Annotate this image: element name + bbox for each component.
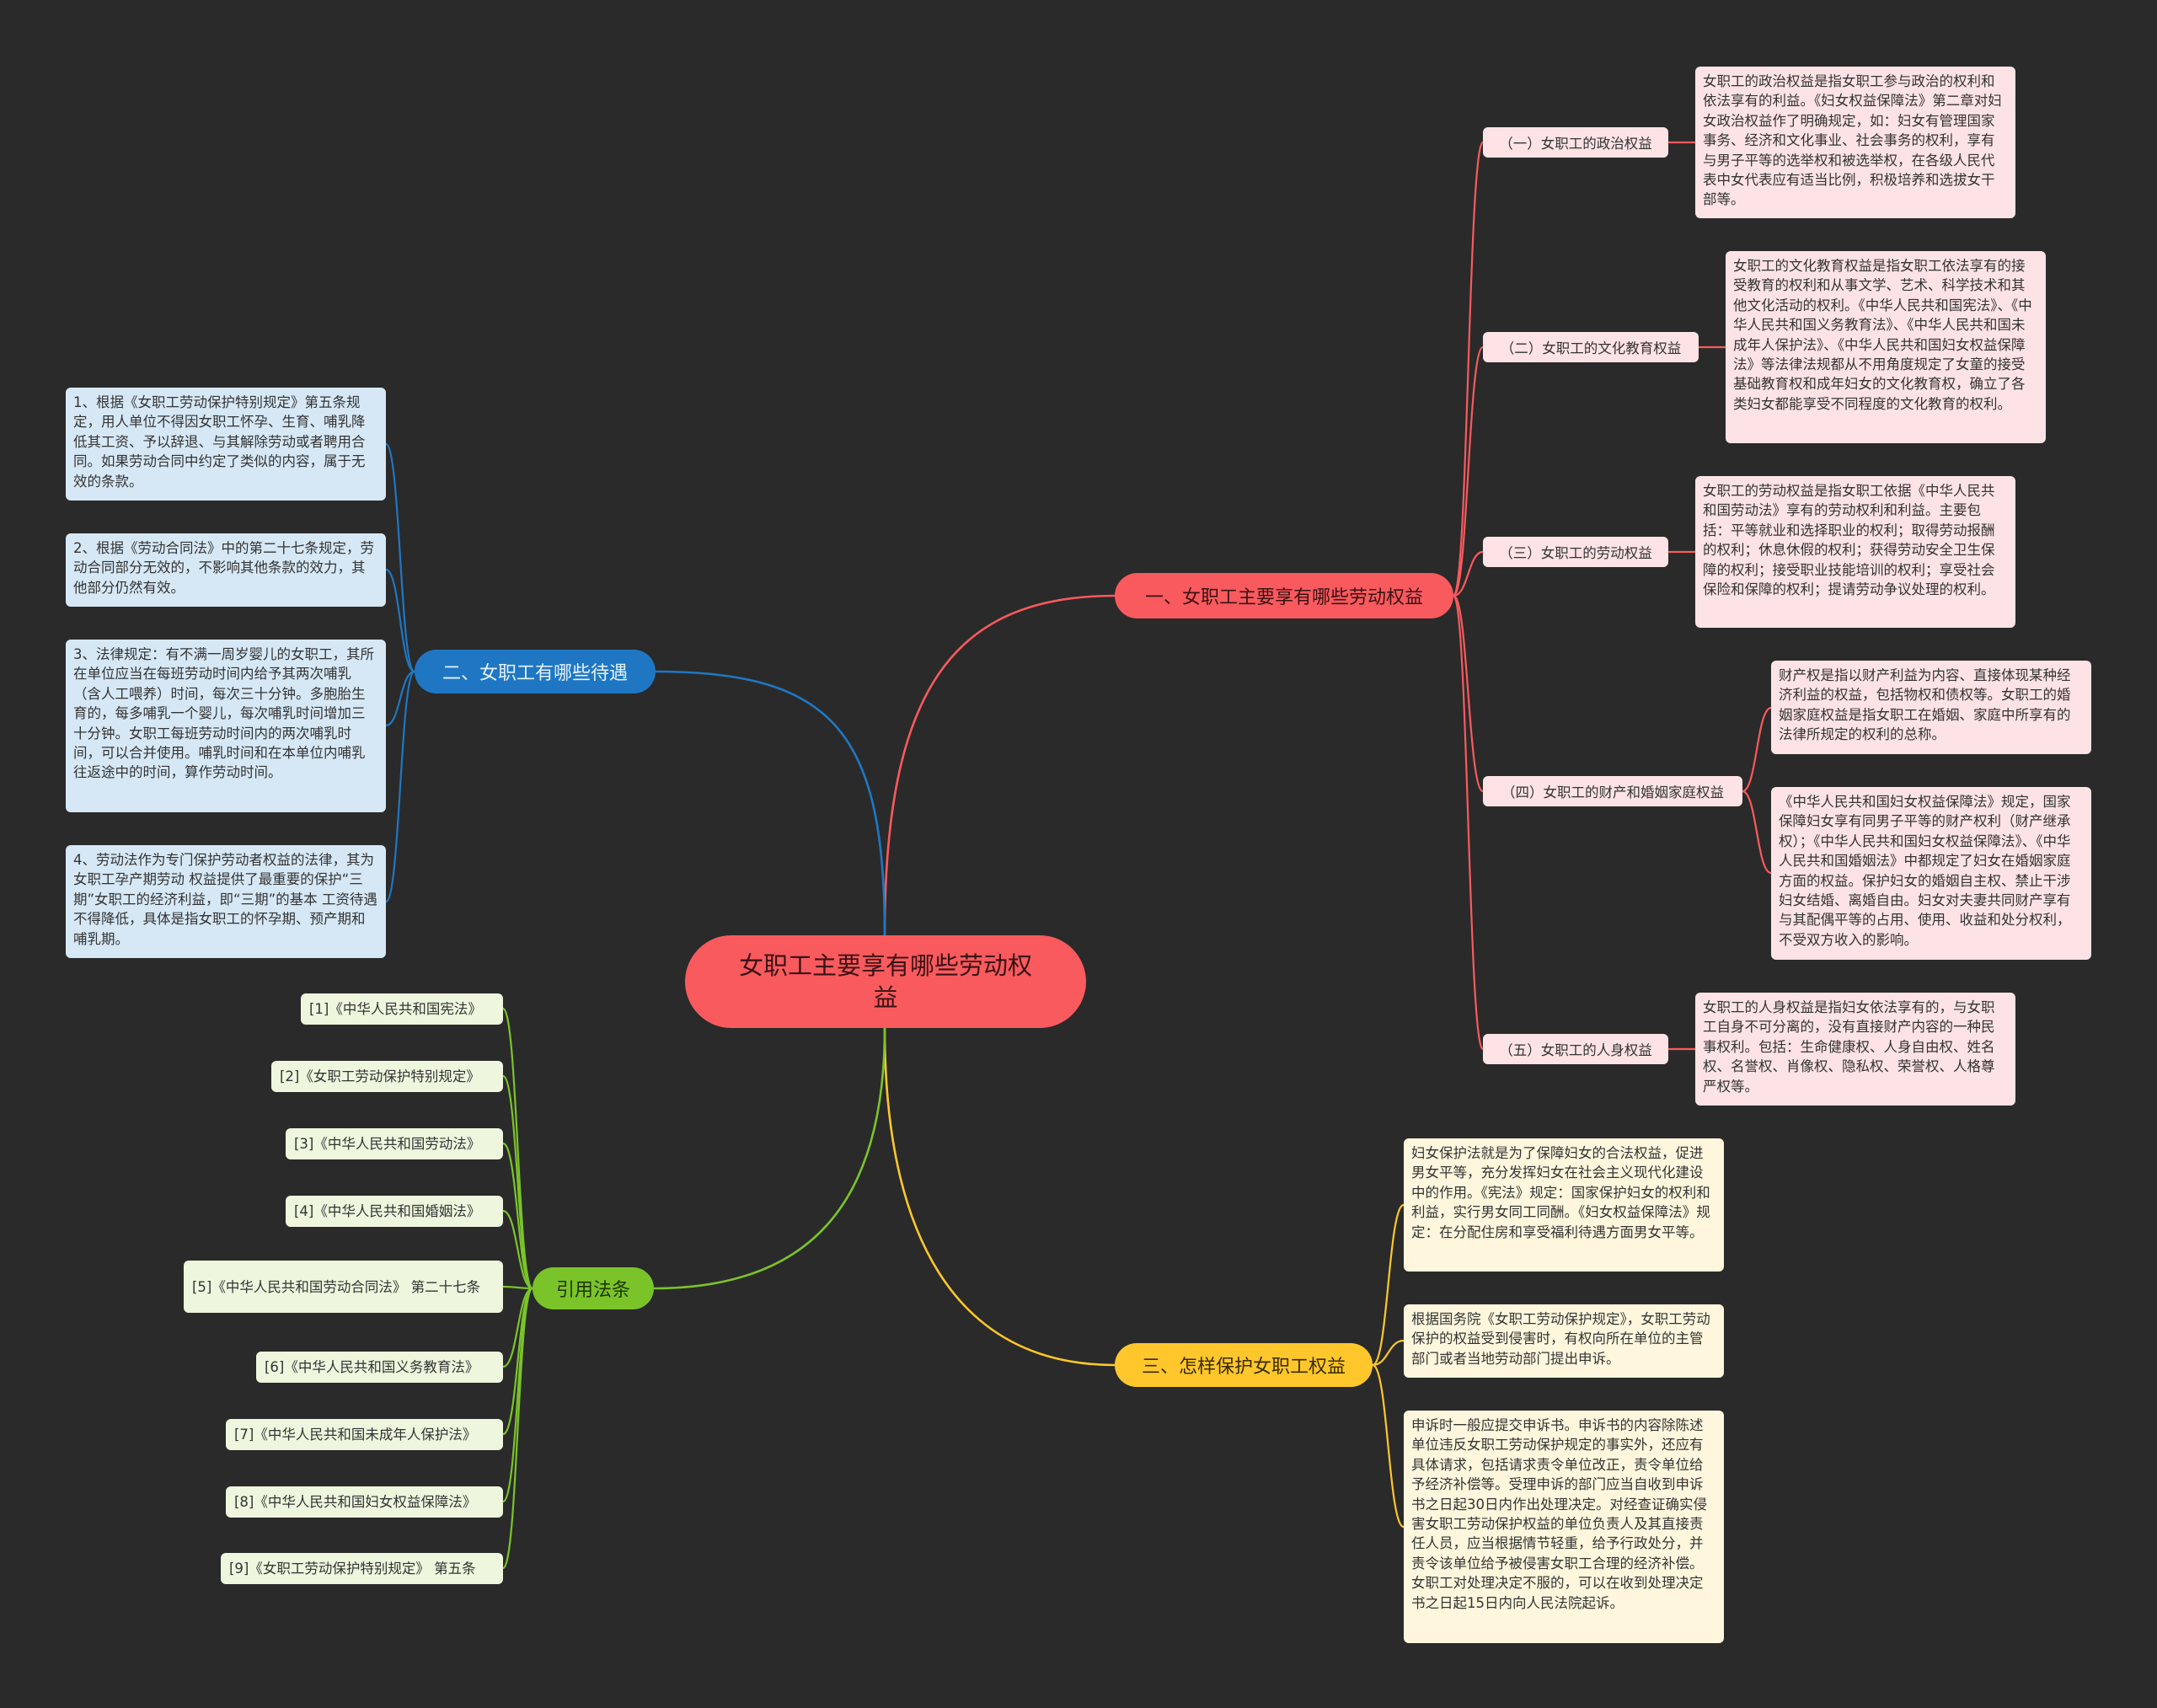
branch-protect[interactable]: 三、怎样保护女职工权益: [1115, 1343, 1373, 1387]
edge-treatment-item: [385, 568, 415, 673]
edge-center-citations: [653, 1027, 886, 1290]
edge-treatment-item: [384, 442, 416, 673]
edge-rights-sub: [1452, 594, 1485, 793]
edge-rights-detail: [1742, 706, 1772, 793]
treatment-item-2: 2、根据《劳动合同法》中的第二十七条规定，劳动合同部分无效的，不影响其他条款的效…: [66, 533, 386, 607]
citation-item-5[interactable]: [5]《中华人民共和国劳动合同法》 第二十七条: [184, 1261, 503, 1313]
rights-item-political[interactable]: （一）女职工的政治权益: [1483, 127, 1668, 158]
citation-item-4[interactable]: [4]《中华人民共和国婚姻法》: [286, 1196, 503, 1227]
marriage-rights-detail: 《中华人民共和国妇女权益保障法》规定，国家保障妇女享有同男子平等的财产权利（财产…: [1771, 787, 2091, 960]
citation-item-8[interactable]: [8]《中华人民共和国妇女权益保障法》: [226, 1486, 503, 1518]
edge-center-rights: [883, 594, 1116, 936]
edge-protect-item: [1372, 1363, 1405, 1529]
treatment-item-3: 3、法律规定：有不满一周岁婴儿的女职工，其所在单位应当在每班劳动时间内给予其两次…: [66, 640, 386, 812]
property-rights-detail: 财产权是指以财产利益为内容、直接体现某种经济利益的权益，包括物权和债权等。女职工…: [1771, 661, 2091, 754]
edge-protect-item: [1372, 1339, 1405, 1367]
edge-center-treatment: [655, 670, 886, 936]
edge-citation-item: [502, 1209, 533, 1290]
edge-citation-item: [502, 1285, 533, 1290]
edge-protect-item: [1372, 1203, 1405, 1367]
edge-citation-item: [501, 1074, 534, 1290]
citation-item-9[interactable]: [9]《女职工劳动保护特别规定》 第五条: [221, 1553, 503, 1584]
citation-item-7[interactable]: [7]《中华人民共和国未成年人保护法》: [226, 1419, 503, 1450]
citation-item-6[interactable]: [6]《中华人民共和国义务教育法》: [256, 1352, 503, 1383]
edge-citation-item: [502, 1142, 533, 1290]
labor-rights-detail: 女职工的劳动权益是指女职工依据《中华人民共和国劳动法》享有的劳动权利和利益。主要…: [1695, 476, 2015, 628]
edge-rights-sub: [1453, 550, 1484, 597]
treatment-item-4: 4、劳动法作为专门保护劳动者权益的法律，其为女职工孕产期劳动 权益提供了最重要的…: [66, 845, 386, 958]
rights-item-property-marriage[interactable]: （四）女职工的财产和婚姻家庭权益: [1483, 776, 1742, 806]
protect-item-3: 申诉时一般应提交申诉书。申诉书的内容除陈述单位违反女职工劳动保护规定的事实外，还…: [1404, 1411, 1724, 1643]
treatment-item-1: 1、根据《女职工劳动保护特别规定》第五条规定，用人单位不得因女职工怀孕、生育、哺…: [66, 388, 386, 501]
edge-center-protect: [883, 1027, 1116, 1367]
citation-item-2[interactable]: [2]《女职工劳动保护特别规定》: [271, 1061, 503, 1092]
edge-treatment-item: [384, 670, 416, 903]
edge-rights-detail: [1742, 790, 1772, 875]
branch-citations[interactable]: 引用法条: [533, 1267, 654, 1309]
protect-item-2: 根据国务院《女职工劳动保护规定》，女职工劳动保护的权益受到侵害时，有权向所在单位…: [1404, 1304, 1724, 1378]
edge-rights-sub: [1452, 141, 1485, 597]
personal-rights-detail: 女职工的人身权益是指妇女依法享有的，与女职工自身不可分离的，没有直接财产内容的一…: [1695, 993, 2015, 1106]
edge-treatment-item: [385, 670, 415, 727]
edge-rights-sub: [1452, 594, 1485, 1051]
citation-item-3[interactable]: [3]《中华人民共和国劳动法》: [286, 1128, 503, 1159]
edge-rights-sub: [1452, 345, 1485, 597]
central-topic[interactable]: 女职工主要享有哪些劳动权益: [685, 935, 1086, 1028]
protect-item-1: 妇女保护法就是为了保障妇女的合法权益，促进男女平等，充分发挥妇女在社会主义现代化…: [1404, 1138, 1724, 1272]
rights-item-personal[interactable]: （五）女职工的人身权益: [1483, 1034, 1668, 1064]
branch-rights[interactable]: 一、女职工主要享有哪些劳动权益: [1115, 573, 1453, 618]
political-rights-detail: 女职工的政治权益是指女职工参与政治的权利和依法享有的利益。《妇女权益保障法》第二…: [1695, 67, 2015, 218]
branch-treatment[interactable]: 二、女职工有哪些待遇: [415, 650, 656, 693]
rights-item-education[interactable]: （二）女职工的文化教育权益: [1483, 332, 1699, 362]
citation-item-1[interactable]: [1]《中华人民共和国宪法》: [301, 993, 503, 1025]
edge-citation-item: [501, 1287, 534, 1570]
edge-citation-item: [501, 1287, 534, 1503]
edge-citation-item: [502, 1287, 533, 1368]
education-rights-detail: 女职工的文化教育权益是指女职工依法享有的接受教育的权利和从事文学、艺术、科学技术…: [1726, 251, 2046, 443]
rights-item-labor[interactable]: （三）女职工的劳动权益: [1483, 537, 1668, 567]
